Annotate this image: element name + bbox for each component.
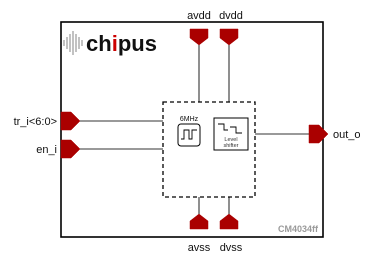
part-number: CM4034ff — [278, 224, 319, 234]
logo-text-pus: pus — [118, 31, 157, 56]
pin-out-o — [308, 124, 329, 144]
pin-label-dvdd: dvdd — [219, 10, 243, 22]
chipus-logo: chipus — [63, 31, 157, 56]
logo-text-i: i — [112, 31, 118, 56]
level-shifter-label-line2: shifter — [224, 143, 239, 149]
pin-label-avdd: avdd — [187, 10, 211, 22]
level-shifter-label-line1: Level — [224, 137, 237, 143]
level-shift-icon — [218, 123, 242, 134]
level-shifter: Level shifter — [213, 117, 249, 151]
waveform-icon — [63, 31, 83, 55]
pin-label-avss: avss — [188, 242, 211, 254]
pin-label-tr-i: tr_i<6:0> — [14, 116, 57, 128]
pin-avdd — [189, 28, 209, 46]
pin-tr-i — [60, 111, 81, 131]
pin-label-dvss: dvss — [220, 242, 243, 254]
pin-avss — [189, 213, 209, 230]
logo-text-ch: ch — [86, 31, 112, 56]
square-wave-icon — [181, 129, 197, 140]
svg-text:chipus: chipus — [86, 31, 157, 56]
oscillator-label: 6MHz — [180, 116, 199, 123]
pin-dvss — [219, 213, 239, 230]
pin-en-i — [60, 139, 81, 159]
oscillator — [177, 123, 201, 147]
pin-label-out-o: out_o — [333, 129, 361, 141]
pin-dvdd — [219, 28, 239, 46]
pin-label-en-i: en_i — [36, 144, 57, 156]
